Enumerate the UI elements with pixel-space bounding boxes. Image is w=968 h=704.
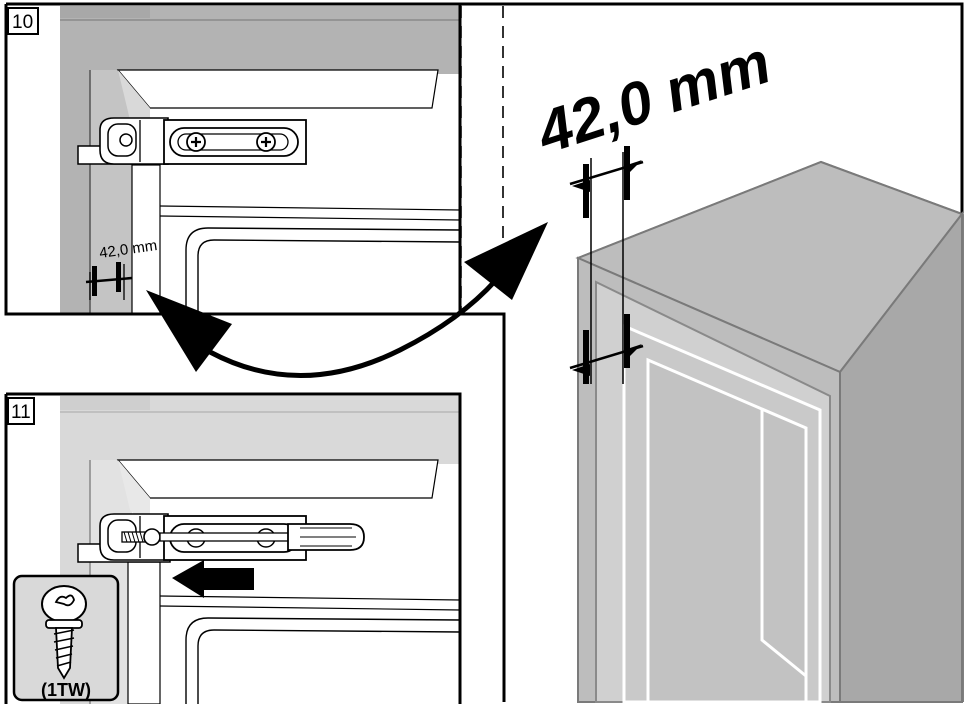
step-10-number-box (7, 7, 39, 35)
step-10-number: 10 (12, 12, 33, 33)
step-10-panel: 42,0 mm 10 (4, 2, 462, 316)
zoom-outline (460, 312, 506, 702)
step-11-number: 11 (11, 402, 31, 423)
push-direction-arrow (172, 560, 254, 598)
screw-label: (1TW) (41, 680, 91, 700)
door-inner (646, 357, 808, 704)
curved-link-arrow (146, 222, 548, 378)
screw-callout: (1TW) (12, 574, 120, 702)
door-panel-edge (760, 408, 807, 678)
step-11-number-box (7, 397, 35, 425)
step-11-panel: 11 (1TW) (4, 392, 462, 704)
main-dimension-label: 42,0 mm (528, 28, 778, 166)
screw-icon (41, 585, 87, 680)
screwdriver-icon (159, 523, 365, 551)
dimension-marker (569, 146, 644, 384)
main-cabinet-view: 42,0 mm (460, 2, 964, 704)
